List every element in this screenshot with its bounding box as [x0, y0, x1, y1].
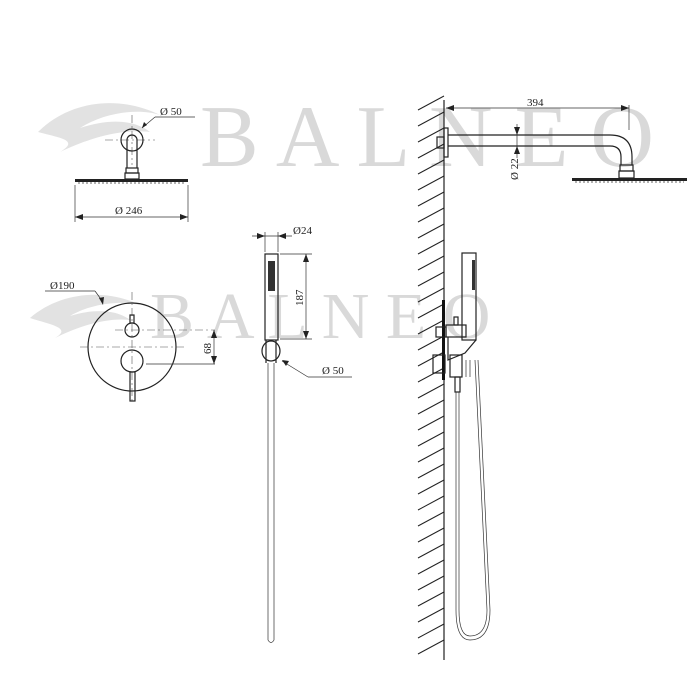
watermark-text-mid: B A L N E O	[150, 280, 490, 353]
dim-holder-dia: Ø 50	[322, 365, 344, 377]
shower-arm-side-view: 394 Ø 22	[436, 97, 687, 183]
dim-arm-dia: Ø 22	[509, 158, 521, 180]
hand-shower-front-view: Ø24 187 Ø 50	[252, 225, 352, 643]
dim-handle-len: 187	[294, 289, 306, 306]
dim-plate-dia: Ø190	[50, 280, 75, 292]
dim-handle-dia: Ø24	[293, 225, 312, 237]
watermark-top: B A L N E O	[38, 89, 654, 186]
dim-head-dia: Ø 246	[115, 205, 143, 217]
dim-connector-dia: Ø 50	[160, 106, 182, 118]
watermark-mid: B A L N E O	[30, 280, 490, 353]
overhead-shower-front-view: Ø 50 Ø 246	[74, 106, 195, 222]
hand-shower-side-view	[432, 252, 491, 641]
dim-arm-len: 394	[527, 97, 544, 109]
dim-spacing: 68	[202, 343, 214, 355]
mixer-plate-front-view: 68 Ø190	[45, 280, 217, 402]
